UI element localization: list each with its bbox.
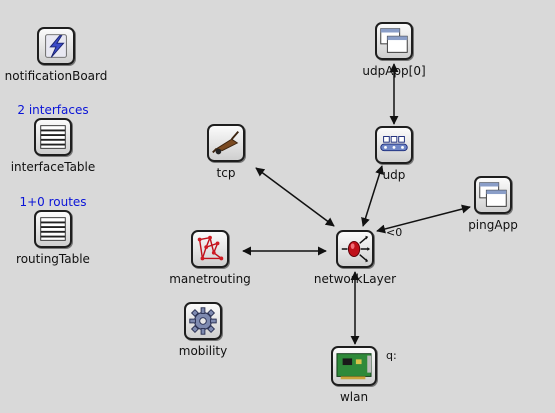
interface-count-info: 2 interfaces <box>17 103 89 117</box>
module-label: wlan <box>339 390 369 404</box>
gate-label-networklayer: <0 <box>386 226 403 239</box>
module-label: tcp <box>216 166 236 180</box>
module-label: udpApp[0] <box>362 64 426 78</box>
connection-tcp-networklayer <box>255 167 335 227</box>
module-label: interfaceTable <box>10 160 96 174</box>
route-count-info: 1+0 routes <box>19 195 87 209</box>
wheelbarrow-icon[interactable] <box>207 124 245 162</box>
module-label: networkLayer <box>313 272 397 286</box>
router-icon[interactable] <box>336 230 374 268</box>
gate-label-wlan: q: <box>386 349 397 362</box>
windows-icon[interactable] <box>375 22 413 60</box>
module-label: pingApp <box>468 218 518 232</box>
module-label: udp <box>382 168 406 182</box>
windows-icon[interactable] <box>474 176 512 214</box>
conveyor-icon[interactable] <box>375 126 413 164</box>
network-graph-icon[interactable] <box>191 230 229 268</box>
network-card-icon[interactable] <box>331 346 377 386</box>
module-label: manetrouting <box>169 272 251 286</box>
connection-networklayer-pingapp <box>376 204 471 234</box>
module-label: notificationBoard <box>4 69 108 83</box>
connection-udp-networklayer <box>361 165 384 227</box>
module-label: routingTable <box>16 252 90 266</box>
gear-icon[interactable] <box>184 302 222 340</box>
lightning-bolt-icon[interactable] <box>37 27 75 65</box>
module-label: mobility <box>178 344 228 358</box>
table-lines-icon[interactable] <box>34 118 72 156</box>
table-lines-icon[interactable] <box>34 210 72 248</box>
